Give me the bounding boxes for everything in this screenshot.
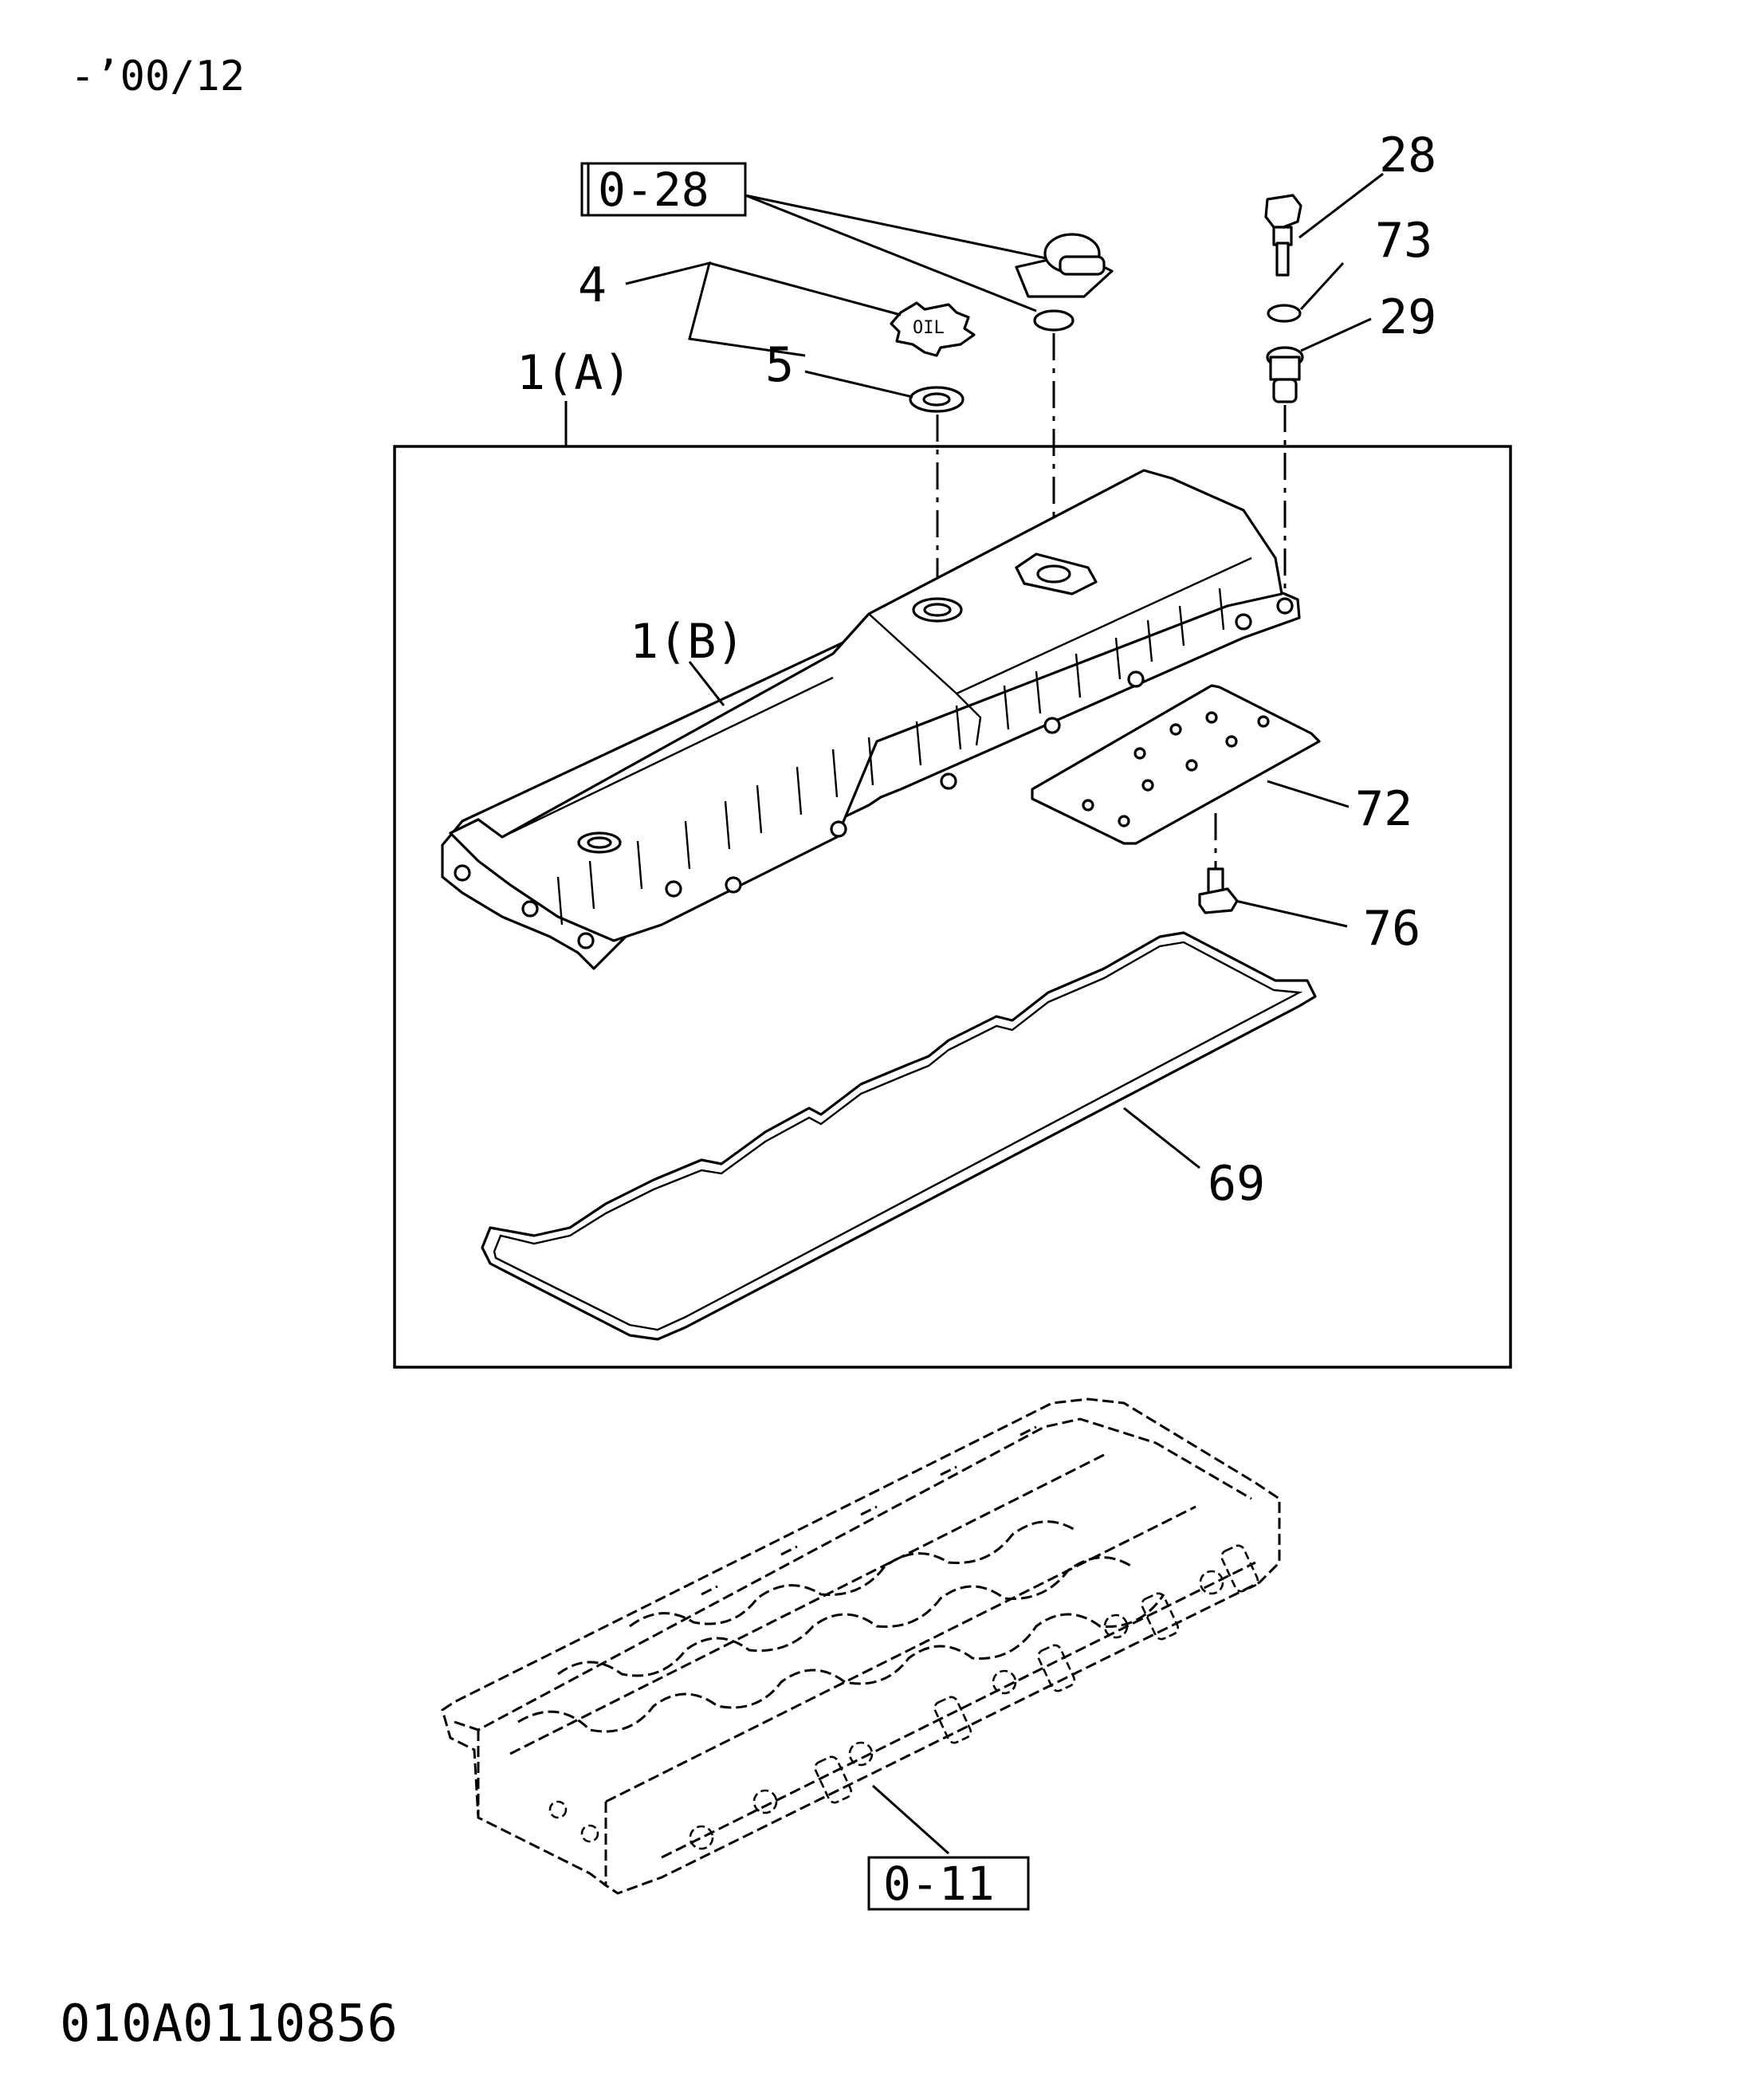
callout-76: 76 <box>1363 901 1420 957</box>
oil-cap-text: OIL <box>913 318 945 338</box>
ref-top-leader-2 <box>744 194 1037 312</box>
leader-28 <box>1298 172 1384 239</box>
group-frame <box>393 445 1512 1369</box>
ref-bottom-leader <box>871 1784 950 1855</box>
leader-76 <box>1235 899 1348 928</box>
bolt-washer <box>1267 304 1302 323</box>
reference-label-bottom: 0-11 <box>883 1857 995 1911</box>
cylinder-head-ports <box>548 1544 1259 1850</box>
bolt <box>1264 194 1302 277</box>
leader-5 <box>804 370 913 399</box>
callout-72: 72 <box>1355 781 1412 837</box>
callout-4: 4 <box>578 257 607 313</box>
leader-69 <box>1123 1106 1200 1169</box>
callout-69: 69 <box>1208 1156 1265 1212</box>
ref-top-leader-1 <box>744 194 1089 269</box>
head-cover <box>441 469 1301 970</box>
drawing-number: 010A0110856 <box>60 1995 398 2054</box>
breather-cap <box>1015 233 1114 332</box>
callout-5: 5 <box>765 337 794 393</box>
cylinder-head <box>441 1397 1281 1895</box>
callout-73: 73 <box>1375 213 1432 269</box>
leader-4-5 <box>625 261 806 357</box>
head-cover-gasket <box>481 931 1317 1341</box>
callout-28: 28 <box>1379 128 1436 183</box>
leader-4 <box>709 261 902 316</box>
cover-plate <box>1031 684 1321 845</box>
leader-1b <box>688 661 725 706</box>
leader-73 <box>1299 261 1345 311</box>
date-code: -’00/12 <box>70 53 245 100</box>
oil-cap-washer <box>909 386 965 413</box>
reference-box-top[interactable]: 0-28 <box>580 162 747 217</box>
rubber-bushing <box>1266 346 1304 403</box>
oil-filler-cap: OIL <box>890 301 976 357</box>
reference-box-bottom[interactable]: 0-11 <box>867 1856 1030 1911</box>
reference-label-top: 0-28 <box>598 163 709 217</box>
leader-29 <box>1300 317 1372 352</box>
callout-29: 29 <box>1379 289 1436 345</box>
stud-bolt <box>1198 867 1239 914</box>
leader-72 <box>1267 780 1350 808</box>
group-label: 1(A) <box>517 345 632 401</box>
callout-1b: 1(B) <box>630 614 745 670</box>
